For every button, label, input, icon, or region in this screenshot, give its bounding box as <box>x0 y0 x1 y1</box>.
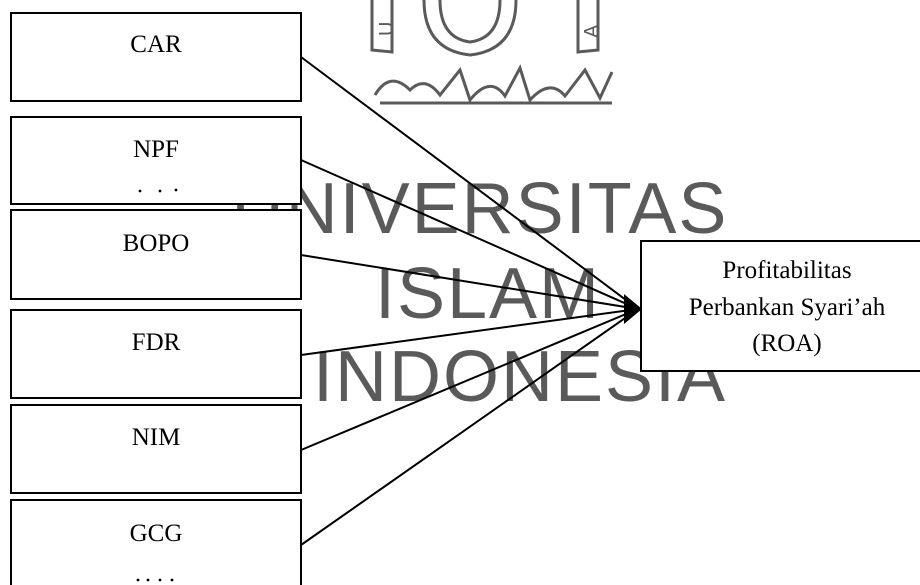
variable-box-car: CAR <box>10 12 302 102</box>
arrow-npf-to-roa <box>300 159 639 310</box>
target-label-line-3: (ROA) <box>752 330 821 357</box>
target-label-line-2: Perbankan Syari’ah <box>689 294 886 321</box>
arrows <box>300 56 642 546</box>
variable-label-fdr: FDR <box>132 329 181 356</box>
arrowhead <box>624 294 642 324</box>
variable-box-nim: NIM <box>10 404 302 494</box>
variable-label-npf: NPF <box>133 136 179 163</box>
arrow-gcg-to-roa <box>300 308 639 546</box>
scan-specks <box>136 578 174 582</box>
watermark-line-2: ISLAM <box>375 254 601 334</box>
arrow-bopo-to-roa <box>300 254 639 310</box>
variable-label-bopo: BOPO <box>123 230 190 257</box>
variable-boxes: CAR NPF BOPO FDR NIM GCG <box>10 12 302 585</box>
variable-box-fdr: FDR <box>10 309 302 399</box>
seal-letter-a: A <box>581 24 603 38</box>
variable-label-nim: NIM <box>132 424 181 451</box>
watermark-line-1: UNIVERSITAS <box>232 169 729 249</box>
arrow-nim-to-roa <box>300 308 639 451</box>
variable-box-gcg: GCG <box>10 499 302 585</box>
arrow-car-to-roa <box>300 56 639 310</box>
target-box-roa: Profitabilitas Perbankan Syari’ah (ROA) <box>640 240 920 372</box>
variable-label-gcg: GCG <box>130 520 183 547</box>
target-label-line-1: Profitabilitas <box>722 257 851 284</box>
variable-label-car: CAR <box>130 31 182 58</box>
watermark-text: UNIVERSITAS ISLAM INDONESIA <box>232 169 729 417</box>
variable-box-npf: NPF <box>10 116 302 205</box>
arrow-fdr-to-roa <box>300 308 639 356</box>
seal-letter-u: U <box>376 22 398 36</box>
scan-specks <box>138 188 178 193</box>
university-seal-logo: U A <box>370 0 614 105</box>
variable-box-bopo: BOPO <box>10 209 302 300</box>
